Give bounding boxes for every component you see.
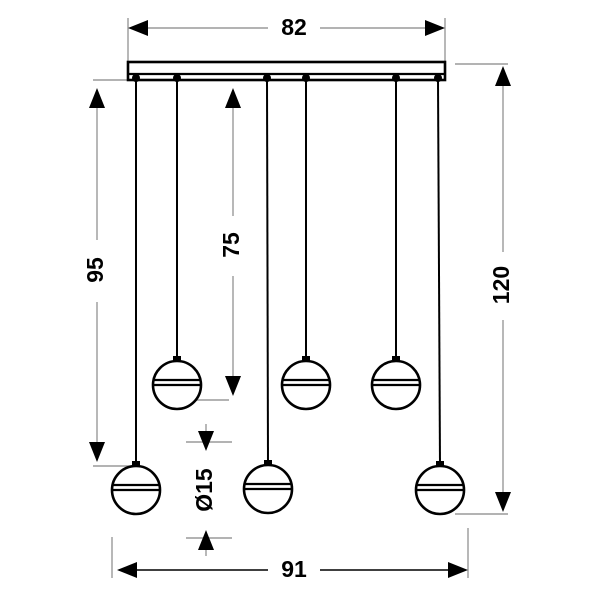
dim-label-91: 91 — [281, 556, 307, 582]
dim-arrow-dia-bottom — [198, 530, 214, 550]
dimension-drop-short: 75 — [218, 88, 244, 396]
globe-cap-2 — [173, 356, 181, 363]
dim-arrow-91-left — [117, 562, 137, 578]
cord-6 — [437, 79, 441, 467]
globe-pendant-3 — [242, 460, 294, 515]
mount-point-6 — [434, 74, 442, 82]
globe-cap-4 — [302, 356, 310, 363]
globe-pendant-5 — [370, 356, 422, 411]
dim-arrow-82-right — [425, 20, 445, 36]
dim-arrow-120-top — [495, 66, 511, 86]
globe-cap-1 — [132, 461, 140, 468]
dim-arrow-95-top — [89, 88, 105, 108]
dim-arrow-75-bottom — [225, 376, 241, 396]
dim-arrow-82-left — [128, 20, 148, 36]
dimension-drop-total: 120 — [488, 66, 514, 512]
dim-label-diameter: Ø15 — [191, 468, 217, 512]
dim-label-82: 82 — [281, 14, 307, 40]
dimension-width-top: 82 — [128, 14, 445, 40]
ceiling-plate-body — [126, 60, 447, 82]
mount-point-2 — [173, 74, 181, 82]
globe-pendant-6 — [414, 461, 466, 516]
dimension-globe-diameter: Ø15 — [191, 424, 217, 556]
dim-label-75: 75 — [218, 232, 244, 258]
dimension-width-bottom: 91 — [117, 556, 468, 582]
dim-arrow-dia-top — [198, 431, 214, 451]
globe-pendant-4 — [280, 356, 332, 411]
dim-arrow-95-bottom — [89, 442, 105, 462]
mount-points — [132, 74, 442, 82]
mount-point-1 — [132, 74, 140, 82]
ceiling-mount-plate — [126, 60, 447, 82]
mount-point-4 — [302, 74, 310, 82]
dim-arrow-120-bottom — [495, 492, 511, 512]
dim-arrow-75-top — [225, 88, 241, 108]
globe-pendant-1 — [110, 461, 162, 516]
dim-arrow-91-right — [448, 562, 468, 578]
cord-3 — [266, 79, 269, 466]
globe-cap-5 — [392, 356, 400, 363]
dim-label-95: 95 — [82, 257, 108, 283]
mount-point-3 — [263, 74, 271, 82]
globe-pendant-2 — [151, 356, 203, 411]
mount-point-5 — [392, 74, 400, 82]
pendant-cords — [135, 79, 441, 467]
globe-cap-6 — [436, 461, 444, 468]
globe-cap-3 — [264, 460, 272, 467]
dim-label-120: 120 — [488, 266, 514, 304]
dimension-drop-medium: 95 — [82, 88, 108, 462]
